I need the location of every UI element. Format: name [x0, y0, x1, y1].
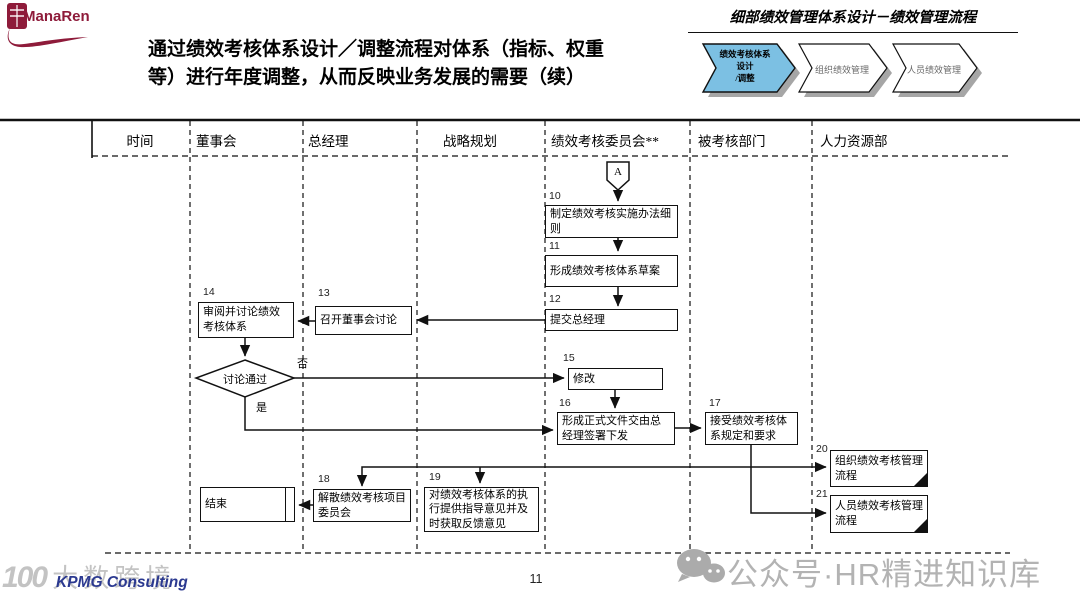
lane-header-committee: 绩效考核委员会**	[551, 134, 659, 149]
wechat-icon	[677, 549, 725, 583]
flow-box-11: 形成绩效考核体系草案	[545, 255, 678, 287]
lane-header-assessed-dept: 被考核部门	[698, 134, 766, 149]
step-number: 14	[203, 286, 215, 298]
page-number: 11	[529, 572, 543, 586]
flow-box-14: 审阅并讨论绩效考核体系	[198, 302, 294, 338]
manaren-logo-icon	[7, 3, 89, 48]
flow-box-21-subprocess[interactable]: 人员绩效考核管理流程	[830, 495, 928, 533]
logo-wordmark: ManaRen	[23, 8, 90, 25]
step-number: 13	[318, 287, 330, 299]
step-number: 21	[816, 488, 828, 500]
flow-box-18: 解散绩效考核项目委员会	[313, 489, 411, 522]
watermark-100-logo: 100	[2, 561, 48, 594]
lane-header-gm: 总经理	[308, 134, 349, 149]
kpmg-consulting-wordmark: KPMG Consulting	[56, 574, 188, 591]
step-number: 16	[559, 397, 571, 409]
flow-box-13: 召开董事会讨论	[315, 306, 412, 335]
offpage-connector-a: A	[614, 166, 622, 178]
flow-box-17: 接受绩效考核体系规定和要求	[705, 412, 798, 445]
offpage-connector-a-shape	[606, 161, 630, 192]
tab-performance-system-design-label[interactable]: 绩效考核体系 设计 /调整	[708, 49, 782, 85]
tab-people-performance-label[interactable]: 人员绩效管理	[906, 65, 961, 75]
tab1-line2: 设计	[736, 60, 754, 71]
end-terminator: 结束	[200, 487, 295, 522]
step-number: 19	[429, 471, 441, 483]
page-title: 通过绩效考核体系设计／调整流程对体系（指标、权重 等）进行年度调整，从而反映业务…	[148, 36, 718, 92]
decision-discussion-passed: 讨论通过	[223, 374, 267, 386]
tab-people-performance[interactable]	[891, 43, 978, 93]
subprocess-corner-icon	[914, 473, 927, 486]
subprocess-corner-icon	[914, 519, 927, 532]
lane-header-board: 董事会	[196, 134, 237, 149]
process-tabs	[701, 43, 982, 97]
watermark-left: 100 大数跨境	[2, 558, 176, 595]
lane-header-hr: 人力资源部	[820, 134, 888, 149]
decision-yes-label: 是	[256, 402, 267, 414]
end-label: 结束	[205, 498, 227, 511]
flow-box-20-subprocess[interactable]: 组织绩效考核管理流程	[830, 450, 928, 487]
end-divider-line	[285, 487, 286, 522]
page-title-line2: 等）进行年度调整，从而反映业务发展的需要（续）	[148, 67, 586, 88]
tab-performance-system-design[interactable]	[701, 43, 796, 93]
flow-box-15: 修改	[568, 368, 663, 390]
flow-box-21-label: 人员绩效考核管理流程	[835, 500, 923, 527]
flow-box-12: 提交总经理	[545, 309, 678, 331]
watermark-right-text: 公众号·HR精进知识库	[727, 557, 1042, 592]
breadcrumb: 细部绩效管理体系设计－绩效管理流程	[688, 6, 1018, 33]
step-number: 12	[549, 293, 561, 305]
step-number: 10	[549, 190, 561, 202]
flow-box-16: 形成正式文件交由总经理签署下发	[557, 412, 675, 445]
watermark-left-text: 大数跨境	[52, 564, 177, 593]
step-number: 15	[563, 352, 575, 364]
flow-box-10: 制定绩效考核实施办法细则	[545, 205, 678, 238]
swimlane-grid	[0, 118, 1080, 554]
lane-header-time: 时间	[126, 134, 154, 149]
flow-box-20-label: 组织绩效考核管理流程	[835, 454, 923, 482]
step-number: 11	[549, 240, 560, 252]
decision-no-label: 否	[297, 358, 308, 370]
tab1-line3: /调整	[735, 72, 755, 83]
step-number: 20	[816, 443, 828, 455]
flow-connectors	[193, 161, 827, 519]
step-number: 17	[709, 397, 721, 409]
lane-header-strategy: 战略规划	[443, 134, 497, 149]
tab1-line1: 绩效考核体系	[719, 49, 771, 59]
page-title-line1: 通过绩效考核体系设计／调整流程对体系（指标、权重	[148, 39, 605, 60]
tab-org-performance[interactable]	[797, 43, 888, 93]
flow-box-19: 对绩效考核体系的执行提供指导意见并及时获取反馈意见	[424, 487, 539, 532]
step-number: 18	[318, 473, 330, 485]
tab-org-performance-label[interactable]: 组织绩效管理	[814, 65, 869, 75]
